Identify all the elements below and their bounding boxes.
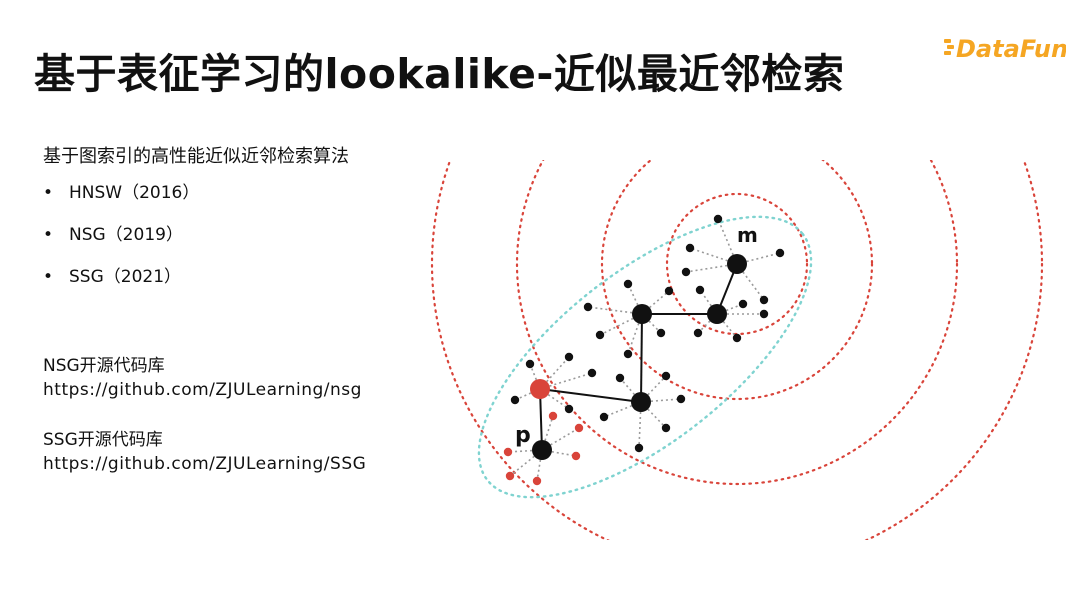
range-circle <box>515 160 959 486</box>
neighbor-node <box>759 309 769 319</box>
neighbor-node <box>564 352 574 362</box>
bullet-marker: • <box>43 267 54 287</box>
graph-node <box>631 392 651 412</box>
neighbor-node <box>595 330 605 340</box>
neighbor-node <box>623 279 633 289</box>
neighbor-node <box>615 373 625 383</box>
neighbor-node <box>759 295 769 305</box>
neighbor-node <box>525 359 535 369</box>
diagram-layer <box>430 160 1044 540</box>
nsg-repo-title: NSG开源代码库 <box>43 356 165 376</box>
start-node-label: p <box>515 423 531 448</box>
list-item: • SSG（2021） <box>43 262 199 304</box>
list-item: • HNSW（2016） <box>43 178 199 220</box>
neighbor-node <box>775 248 785 258</box>
neighbor-node <box>599 412 609 422</box>
neighbor-node <box>503 447 513 457</box>
neighbor-node <box>676 394 686 404</box>
neighbor-edge <box>541 427 580 451</box>
neighbor-node <box>532 476 542 486</box>
list-item: • NSG（2019） <box>43 220 199 262</box>
graph-search-diagram: m p <box>430 160 1044 540</box>
neighbor-node <box>661 423 671 433</box>
neighbor-edge <box>539 372 593 390</box>
ssg-repo-block: SSG开源代码库 https://github.com/ZJULearning/… <box>43 428 366 476</box>
neighbor-edge <box>736 252 781 265</box>
range-circle <box>430 160 1044 540</box>
neighbor-node <box>583 302 593 312</box>
graph-node <box>707 304 727 324</box>
neighbor-node <box>664 286 674 296</box>
query-node <box>530 379 550 399</box>
search-path-edge <box>640 313 643 403</box>
neighbor-node <box>634 443 644 453</box>
neighbor-node <box>505 471 515 481</box>
neighbor-edge <box>685 263 738 273</box>
neighbor-node <box>571 451 581 461</box>
neighbor-edge <box>717 218 738 265</box>
neighbor-node <box>681 267 691 277</box>
neighbor-node <box>693 328 703 338</box>
logo-text: DataFun. <box>956 35 1066 63</box>
neighbor-node <box>656 328 666 338</box>
neighbor-node <box>564 404 574 414</box>
range-circle <box>600 160 874 401</box>
neighbor-node <box>685 243 695 253</box>
algorithm-list: • HNSW（2016） • NSG（2019） • SSG（2021） <box>43 178 199 304</box>
neighbor-node <box>732 333 742 343</box>
graph-node <box>532 440 552 460</box>
list-item-text: NSG（2019） <box>69 225 183 245</box>
neighbor-node <box>661 371 671 381</box>
nsg-repo-link[interactable]: https://github.com/ZJULearning/nsg <box>43 380 362 400</box>
neighbor-node <box>623 349 633 359</box>
slide-title: 基于表征学习的lookalike-近似最近邻检索 <box>34 50 845 98</box>
bullet-marker: • <box>43 225 54 245</box>
neighbor-node <box>738 299 748 309</box>
target-node-label: m <box>737 223 758 247</box>
search-path-edge <box>539 388 642 403</box>
neighbor-node <box>695 285 705 295</box>
neighbor-edge <box>627 313 643 355</box>
neighbor-node <box>510 395 520 405</box>
neighbor-node <box>574 423 584 433</box>
ssg-repo-link[interactable]: https://github.com/ZJULearning/SSG <box>43 454 367 474</box>
bullet-marker: • <box>43 183 54 203</box>
neighbor-node <box>548 411 558 421</box>
ssg-repo-title: SSG开源代码库 <box>43 430 163 450</box>
list-item-text: SSG（2021） <box>69 267 182 287</box>
logo-mark-icon <box>944 39 954 55</box>
neighbor-node <box>713 214 723 224</box>
nsg-repo-block: NSG开源代码库 https://github.com/ZJULearning/… <box>43 354 362 402</box>
search-path-edge <box>539 388 543 451</box>
graph-node <box>632 304 652 324</box>
graph-node <box>727 254 747 274</box>
section-subtitle: 基于图索引的高性能近似近邻检索算法 <box>43 146 349 167</box>
neighbor-edge <box>587 306 643 315</box>
list-item-text: HNSW（2016） <box>69 183 200 203</box>
neighbor-edge <box>689 247 738 265</box>
neighbor-edge <box>539 356 570 390</box>
search-region-ellipse <box>477 215 813 499</box>
datafun-logo: DataFun. <box>944 35 1066 63</box>
neighbor-node <box>587 368 597 378</box>
